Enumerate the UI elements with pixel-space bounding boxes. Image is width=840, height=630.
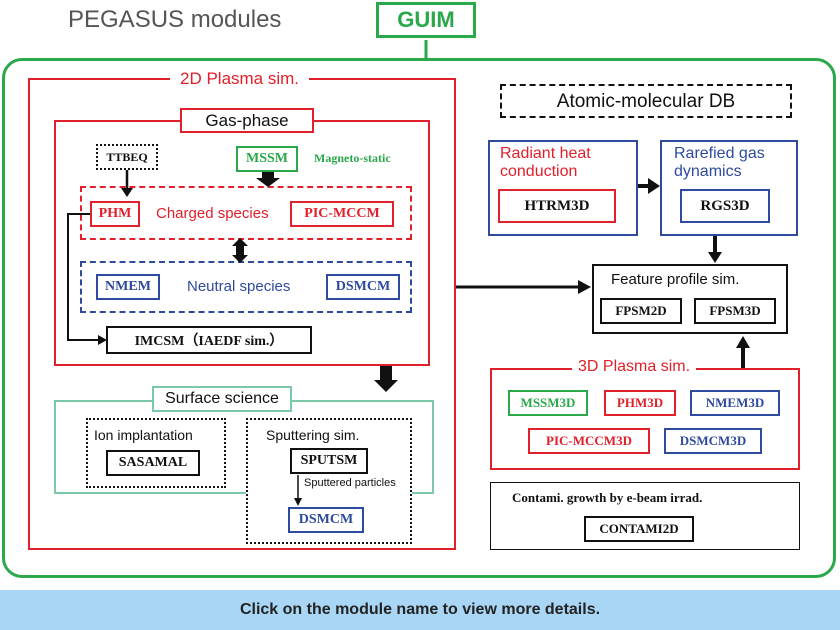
dsmcm-sputter-module[interactable]: DSMCM — [288, 507, 364, 533]
guim-frame — [2, 58, 836, 578]
gas-phase-tag: Gas-phase — [180, 108, 314, 133]
rarefied-frame — [660, 140, 798, 236]
sputtering-group — [246, 418, 412, 544]
nmem3d-label: NMEM3D — [705, 395, 765, 410]
mssm-label: MSSM — [246, 151, 288, 166]
imcsm-module[interactable]: IMCSM（IAEDF sim.） — [106, 326, 312, 354]
diagram-title: PEGASUS modules — [68, 6, 282, 33]
surface-science-title: Surface science — [165, 390, 279, 407]
phm-label: PHM — [98, 206, 132, 221]
atomic-db-box[interactable]: Atomic-molecular DB — [500, 84, 792, 118]
fpsm2d-label: FPSM2D — [615, 303, 667, 318]
phm3d-module[interactable]: PHM3D — [604, 390, 676, 416]
sasamal-module[interactable]: SASAMAL — [106, 450, 200, 476]
rarefied-title: Rarefied gas dynamics — [674, 145, 765, 180]
mssm-module[interactable]: MSSM — [236, 146, 298, 172]
nmem3d-module[interactable]: NMEM3D — [690, 390, 780, 416]
radiant-frame — [488, 140, 638, 236]
radiant-title: Radiant heat conduction — [500, 145, 591, 180]
contami-frame — [490, 482, 800, 550]
phm3d-label: PHM3D — [616, 395, 664, 410]
pic-mccm-module[interactable]: PIC-MCCM — [290, 201, 394, 227]
guim-button[interactable]: GUIM — [376, 2, 476, 38]
sasamal-label: SASAMAL — [118, 455, 188, 470]
surface-science-tag: Surface science — [152, 386, 292, 412]
guim-label: GUIM — [397, 7, 455, 32]
rgs3d-module[interactable]: RGS3D — [680, 189, 770, 223]
fpsm3d-module[interactable]: FPSM3D — [694, 298, 776, 324]
sputtering-title: Sputtering sim. — [266, 427, 360, 443]
plasma3d-title: 3D Plasma sim. — [572, 359, 697, 375]
plasma2d-title: 2D Plasma sim. — [170, 70, 310, 87]
pic-mccm3d-label: PIC-MCCM3D — [546, 433, 632, 448]
fpsm3d-label: FPSM3D — [709, 303, 761, 318]
phm-module[interactable]: PHM — [90, 201, 140, 227]
contami2d-module[interactable]: CONTAMI2D — [584, 516, 694, 542]
rgs3d-label: RGS3D — [700, 197, 750, 214]
ttbeq-module[interactable]: TTBEQ — [96, 144, 158, 170]
footer-info-bar: Click on the module name to view more de… — [0, 590, 840, 630]
dsmcm-sputter-label: DSMCM — [298, 512, 354, 527]
mssm3d-module[interactable]: MSSM3D — [508, 390, 588, 416]
sputsm-label: SPUTSM — [300, 453, 358, 468]
pic-mccm-label: PIC-MCCM — [304, 206, 380, 221]
dsmcm-module[interactable]: DSMCM — [326, 274, 400, 300]
footer-text: Click on the module name to view more de… — [239, 601, 601, 618]
contami2d-label: CONTAMI2D — [599, 521, 679, 536]
plasma3d-frame — [490, 368, 800, 470]
magneto-static-label: Magneto-static — [314, 151, 391, 165]
fpsm2d-module[interactable]: FPSM2D — [600, 298, 682, 324]
gas-phase-title: Gas-phase — [205, 111, 289, 130]
ion-implantation-title: Ion implantation — [94, 427, 193, 443]
dsmcm3d-label: DSMCM3D — [679, 433, 747, 448]
nmem-label: NMEM — [105, 279, 151, 294]
charged-species-label: Charged species — [156, 205, 269, 222]
nmem-module[interactable]: NMEM — [96, 274, 160, 300]
sputtered-particles-label: Sputtered particles — [304, 477, 396, 489]
atomic-db-title: Atomic-molecular DB — [556, 90, 736, 112]
dsmcm3d-module[interactable]: DSMCM3D — [664, 428, 762, 454]
htrm3d-label: HTRM3D — [524, 197, 590, 214]
feature-profile-frame — [592, 264, 788, 334]
htrm3d-module[interactable]: HTRM3D — [498, 189, 616, 223]
dsmcm-label: DSMCM — [335, 279, 391, 294]
sputsm-module[interactable]: SPUTSM — [290, 448, 368, 474]
ttbeq-label: TTBEQ — [106, 149, 148, 164]
feature-profile-title: Feature profile sim. — [611, 271, 740, 288]
pic-mccm3d-module[interactable]: PIC-MCCM3D — [528, 428, 650, 454]
neutral-species-label: Neutral species — [187, 278, 291, 295]
contami-title: Contami. growth by e-beam irrad. — [512, 490, 703, 505]
mssm3d-label: MSSM3D — [520, 395, 576, 410]
imcsm-label: IMCSM（IAEDF sim.） — [134, 334, 284, 349]
